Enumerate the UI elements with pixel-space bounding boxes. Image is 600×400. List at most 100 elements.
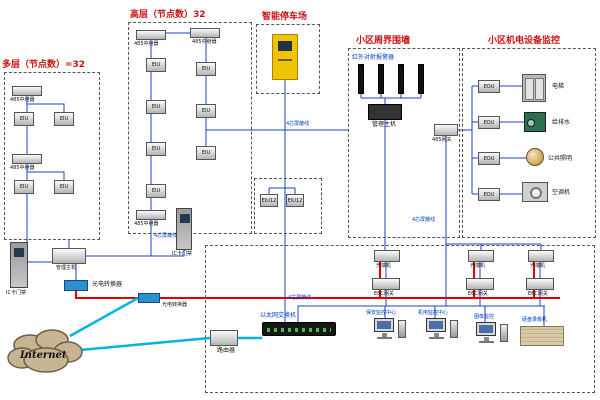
pump-wheel <box>527 119 535 127</box>
pc-tower <box>500 324 508 342</box>
kiosk-ticket-slot <box>278 59 292 61</box>
repeater-label: 485中继器 <box>10 165 35 171</box>
gateway485-device <box>434 124 458 136</box>
dvr-device <box>520 326 564 346</box>
monitor-screen <box>476 322 496 336</box>
eiu-device: EIU <box>196 62 216 76</box>
router-device <box>210 330 238 346</box>
e6c-gateway-label: E6C网关 <box>528 291 548 297</box>
infrared-sensor-bar <box>418 64 424 94</box>
infrared-sensor-bar <box>378 64 384 94</box>
repeater-device <box>136 30 166 40</box>
water-label: 给排水 <box>552 119 571 126</box>
repeater-device <box>12 154 42 164</box>
monitor-stand <box>434 333 439 337</box>
water-pump-icon <box>524 112 546 132</box>
region-villa <box>254 178 322 234</box>
optical-terminal-device <box>374 250 400 262</box>
e6c-gateway-device <box>466 278 494 290</box>
ac-unit-icon <box>522 182 548 202</box>
optical-converter-device <box>138 293 160 303</box>
repeater-label: 485中继器 <box>10 97 35 103</box>
internet-cloud <box>7 329 83 373</box>
lighting-icon <box>526 148 544 166</box>
kiosk-screen <box>278 41 292 51</box>
infrared-sensor-bar <box>398 64 404 94</box>
cable-label: 4芯屏蔽线 <box>286 121 310 127</box>
region-title-perimeter: 小区周界围墙 <box>356 36 411 46</box>
gateway485-label: 485网关 <box>432 137 452 143</box>
elevator-label: 电梯 <box>552 83 565 90</box>
infrared-alarm-label: 红外对射报警器 <box>352 54 395 61</box>
dvr-label: 硬盘录像机 <box>522 317 548 323</box>
cable-label: 4芯屏蔽线 <box>154 233 178 239</box>
optical-terminal-device <box>468 250 494 262</box>
eiu-device: EIU <box>14 112 34 126</box>
region-multilayer <box>4 72 100 240</box>
door-station <box>10 242 28 288</box>
region-title-highrise: 高层（节点数）32 <box>130 10 206 20</box>
lighting-label: 公共照明 <box>548 155 573 162</box>
elevator-icon <box>522 74 546 102</box>
parking-kiosk <box>272 34 298 80</box>
pc-tower <box>450 320 458 338</box>
door-access-label: IC卡门禁 <box>6 290 26 296</box>
region-control-center <box>205 245 595 393</box>
monitor-workstation <box>426 318 460 344</box>
eiu-device: EIU <box>146 184 166 198</box>
repeater-device <box>12 86 42 96</box>
monitor-base <box>479 341 494 343</box>
monitor-workstation <box>374 318 408 344</box>
optical-terminal-device <box>528 250 554 262</box>
monitor-screen <box>426 318 446 332</box>
eiu12-device: EIU12 <box>286 194 304 207</box>
eou-device: EOU <box>478 188 500 201</box>
optical-converter-device <box>64 280 88 291</box>
eiu-device: EIU <box>146 100 166 114</box>
region-perimeter <box>348 48 460 238</box>
elevator-door <box>525 78 534 100</box>
repeater-label: 485中继器 <box>192 39 217 45</box>
region-title-multilayer: 多层（节点数）=32 <box>2 60 86 70</box>
eiu-device: EIU <box>54 180 74 194</box>
monitor-stand <box>484 337 489 341</box>
elevator-door <box>535 78 544 100</box>
eiu-device: EIU <box>146 58 166 72</box>
alarm-host-label: 管理主机 <box>372 121 397 128</box>
monitor-stand <box>382 333 387 337</box>
door-access-label: IC卡门禁 <box>172 251 192 257</box>
infrared-sensor-bar <box>358 64 364 94</box>
door-station <box>176 208 192 250</box>
optical-converter-label: 光电转换器 <box>162 302 188 308</box>
intercom-host-device <box>52 248 86 264</box>
security-center-label: 保安监控中心 <box>366 310 397 316</box>
cable-label: 4芯屏蔽线 <box>288 295 312 301</box>
optical-terminal-label: 光端机 <box>376 263 392 269</box>
monitor-screen <box>374 318 394 332</box>
monitor-workstation <box>476 322 510 348</box>
ethernet-switch-device <box>262 322 336 336</box>
intercom-host-label: 管理主机 <box>56 265 77 271</box>
door-station-screen <box>180 214 190 223</box>
eou-device: EOU <box>478 152 500 165</box>
region-title-mep: 小区机电设备监控 <box>488 36 561 46</box>
eiu-device: EIU <box>54 112 74 126</box>
internet-label: Internet <box>20 350 67 361</box>
cable-label: 4芯屏蔽线 <box>412 217 436 223</box>
repeater-device <box>190 28 220 38</box>
region-title-parking: 智能停车场 <box>262 12 308 22</box>
eiu-device: EIU <box>196 104 216 118</box>
region-parking <box>256 24 320 94</box>
e6c-gateway-device <box>526 278 554 290</box>
monitor-base <box>429 337 444 339</box>
router-label: 路由器 <box>217 347 236 354</box>
repeater-device <box>136 210 166 220</box>
door-station-screen <box>14 248 24 257</box>
eiu-device: EIU <box>146 142 166 156</box>
e6c-gateway-device <box>372 278 400 290</box>
eiu-device: EIU <box>196 146 216 160</box>
e6c-gateway-label: E6C网关 <box>374 291 394 297</box>
optical-terminal-label: 光端机 <box>530 263 546 269</box>
mep-center-label: 机电监控中心 <box>418 310 449 316</box>
optical-converter-label: 光电转换器 <box>92 281 123 288</box>
